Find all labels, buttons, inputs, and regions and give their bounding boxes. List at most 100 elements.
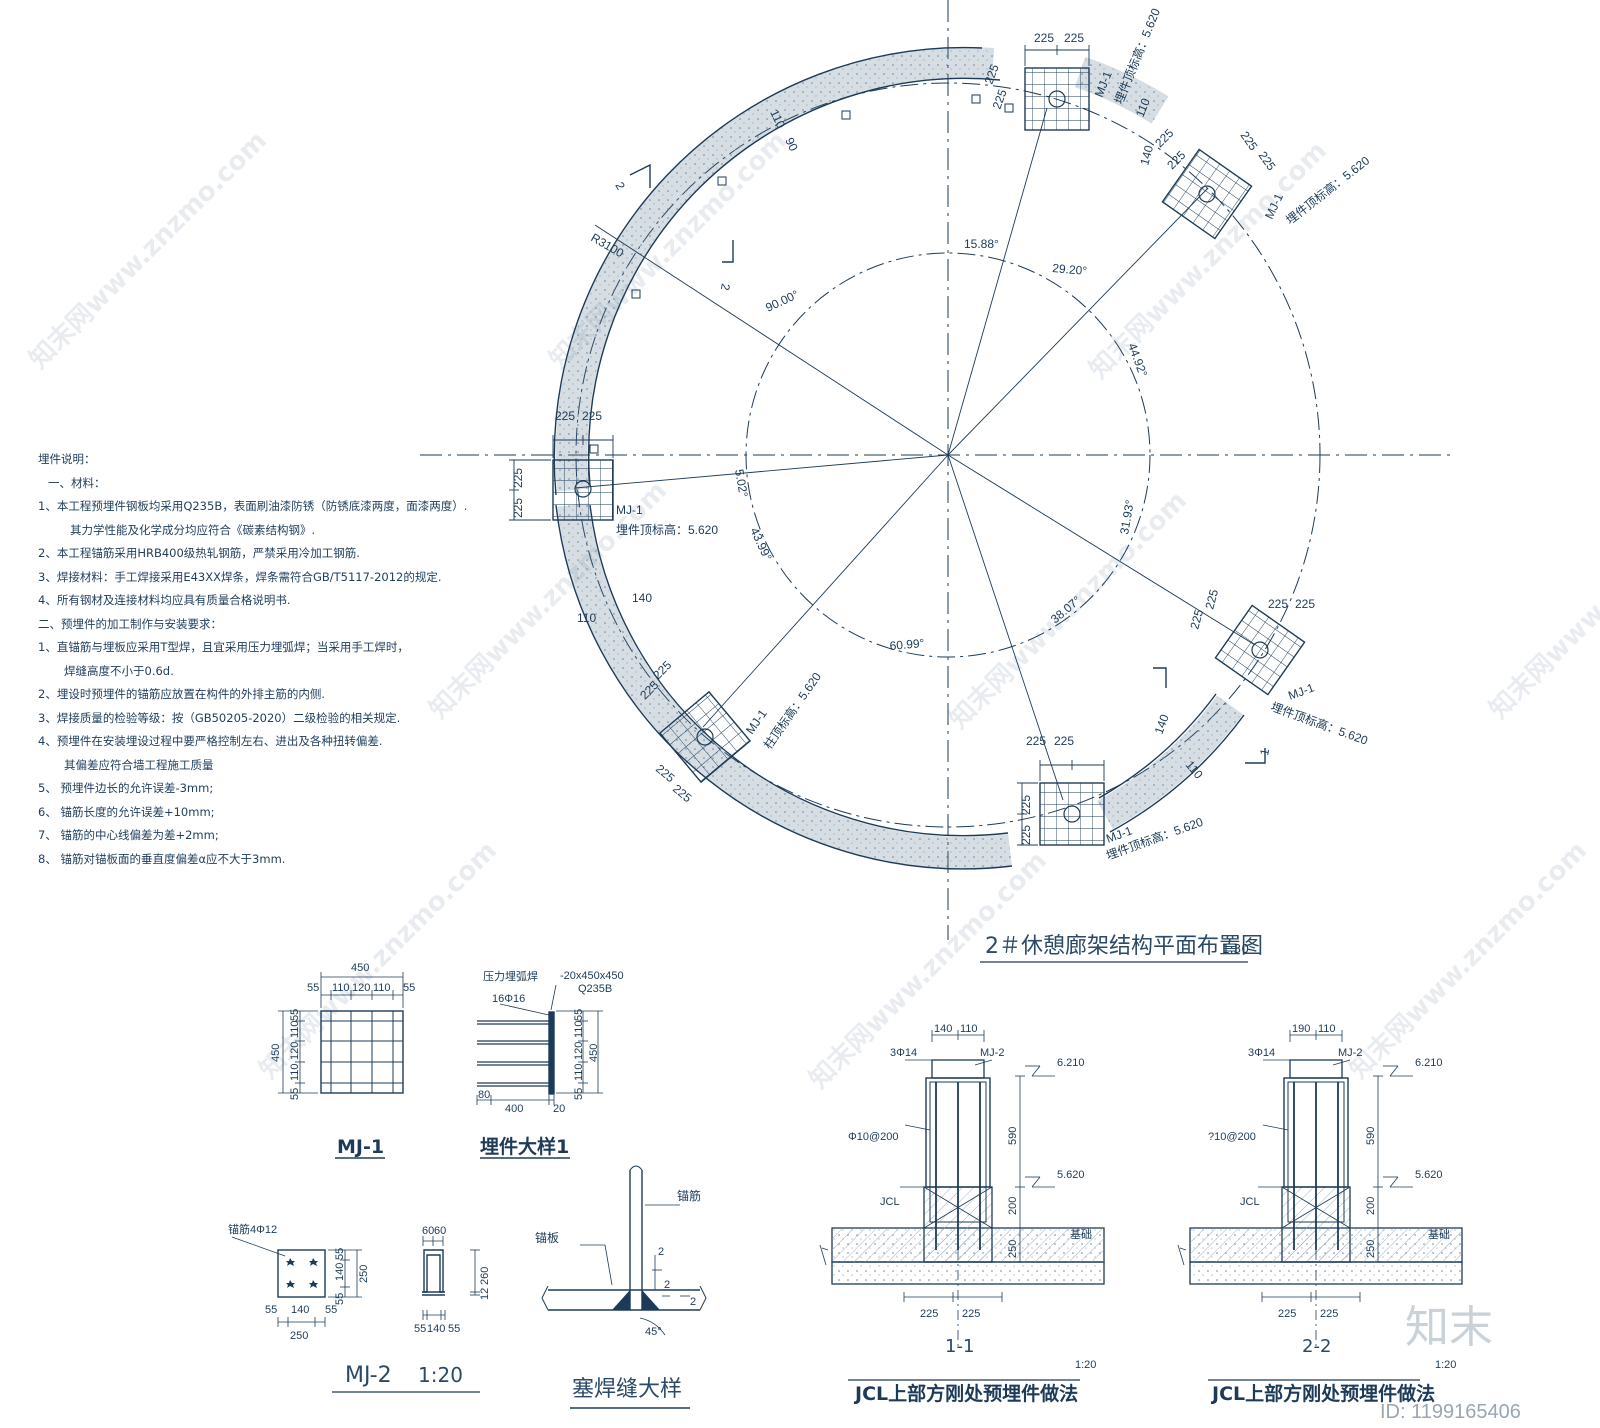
notes-line-3: 其力学性能及化学成分均应符合《碳素结构钢》. xyxy=(70,522,316,537)
dim-90-nw: 90 xyxy=(782,135,800,153)
mj2-labels: 锚筋4Φ12 250 55 140 55 250 55 140 55 60 60… xyxy=(228,1222,491,1388)
dim-140-se: 140 xyxy=(1152,712,1172,736)
brand-logo: 知末 xyxy=(1405,1302,1493,1353)
mj2-side-140: 140 xyxy=(334,1263,346,1281)
mj2-elev-55a: 55 xyxy=(414,1323,426,1335)
dim-225-west-c: 225 xyxy=(511,468,525,488)
mj2-bottom-55b: 55 xyxy=(325,1304,337,1316)
dim-225-se-b: 225 xyxy=(1295,597,1315,611)
angle-31: 31.93° xyxy=(1117,499,1137,536)
detail1-labels: 压力埋弧焊 -20x450x450 Q235B 16Φ16 400 80 20 … xyxy=(478,969,624,1158)
s22-beam: JCL xyxy=(1240,1196,1260,1208)
s22-found: 基础 xyxy=(1428,1228,1450,1241)
plan-view xyxy=(420,0,1450,940)
weld-angle: 45° xyxy=(645,1326,662,1338)
detail1-steel: Q235B xyxy=(578,983,612,995)
section-2-2-labels: 190 110 3Φ14 MJ-2 ?10@200 JCL 基础 6.210 5… xyxy=(1208,1023,1456,1405)
dim-225-se-c: 225 xyxy=(1187,607,1206,630)
s11-h590: 590 xyxy=(1007,1127,1019,1145)
elev-label-se: 埋件顶标高：5.620 xyxy=(1269,699,1370,748)
weld-labels: 锚筋 锚板 2 2 2 45° 塞焊缝大样 xyxy=(535,1188,701,1402)
s11-h250: 250 xyxy=(1007,1240,1019,1258)
detail1-bars: 16Φ16 xyxy=(492,993,525,1005)
dim-225-top-a: 225 xyxy=(1034,31,1054,45)
notes-line-11: 3、焊接质量的检验等级：按（GB50205-2020）二级检验的相关规定. xyxy=(38,710,401,725)
s22-title: JCL上部方刚处预埋件做法 xyxy=(1210,1382,1435,1405)
mj1-side-total: 450 xyxy=(270,1044,282,1062)
s22-elev-top: 6.210 xyxy=(1415,1057,1443,1069)
s11-scale: 1:20 xyxy=(1075,1359,1096,1371)
s22-top-110: 110 xyxy=(1318,1023,1336,1035)
mj2-top-60b: 60 xyxy=(434,1225,446,1237)
mj1-plate-sw xyxy=(658,690,752,784)
notes-line-17: 8、 锚筋对锚板面的垂直度偏差α应不大于3mm. xyxy=(38,851,286,866)
dim-225-west-d: 225 xyxy=(511,498,525,518)
dim-225-se-a: 225 xyxy=(1268,597,1288,611)
s11-bars: 3Φ14 xyxy=(890,1047,917,1059)
mj1-plate-se xyxy=(1214,604,1306,696)
s22-bottom-b: 225 xyxy=(1320,1308,1338,1320)
notes-heading: 埋件说明： xyxy=(38,452,96,466)
notes-line-4: 2、本工程锚筋采用HRB400级热轧钢筋，严禁采用冷加工钢筋. xyxy=(38,546,360,560)
mj2-elev-260: 260 xyxy=(479,1267,491,1285)
notes-line-10: 2、埋设时预埋件的锚筋应放置在构件的外排主筋的内侧. xyxy=(38,687,325,701)
notes-line-15: 6、 锚筋长度的允许误差+10mm; xyxy=(38,804,215,819)
s11-found: 基础 xyxy=(1070,1228,1092,1241)
detail1-weld: 压力埋弧焊 xyxy=(483,969,538,983)
s22-scale: 1:20 xyxy=(1435,1359,1456,1371)
mj1-labels: 450 55 110 120 110 55 450 55 110 120 110… xyxy=(270,962,415,1158)
s22-label: 2-2 xyxy=(1302,1336,1331,1357)
mj1-side-55a: 55 xyxy=(289,1009,301,1021)
dim-225-top-side-b: 225 xyxy=(982,62,1002,86)
embedded-part-notes: 埋件说明： 一、材料： 1、本工程预埋件钢板均采用Q235B，表面刷油漆防锈（防… xyxy=(38,448,468,871)
mj2-title: MJ-2 xyxy=(345,1363,392,1388)
mj1-side-120: 120 xyxy=(289,1042,301,1060)
ring-beam xyxy=(553,46,1245,870)
s11-title: JCL上部方刚处预埋件做法 xyxy=(853,1382,1078,1405)
mj1-plate-west xyxy=(552,459,614,521)
mj2-side-total: 250 xyxy=(358,1265,370,1283)
mj1-top-110a: 110 xyxy=(332,982,350,994)
notes-line-14: 5、 预埋件边长的允许误差-3mm; xyxy=(38,781,214,795)
mj1-title: MJ-1 xyxy=(337,1136,384,1158)
s22-h200: 200 xyxy=(1365,1197,1377,1215)
dim-110-ne: 110 xyxy=(1133,96,1153,119)
angle-29: 29.20° xyxy=(1052,261,1088,278)
dim-140-ne: 140 xyxy=(1137,143,1156,166)
notes-line-6: 4、所有钢材及连接材料均应具有质量合格说明书. xyxy=(38,593,291,607)
s11-elev-top: 6.210 xyxy=(1057,1057,1085,1069)
detail1-80: 80 xyxy=(478,1089,490,1101)
section-2-a: 2 xyxy=(612,180,628,193)
plan-dim-lines xyxy=(509,45,1105,846)
notes-line-2: 1、本工程预埋件钢板均采用Q235B，表面刷油漆防锈（防锈底漆两度，面漆两度）. xyxy=(38,499,468,513)
section-1-1-labels: 140 110 3Φ14 MJ-2 Φ10@200 JCL 基础 6.210 5… xyxy=(848,1023,1096,1405)
angle-5: 5.02° xyxy=(732,468,751,498)
notes-line-16: 7、 锚筋的中心线偏差为差+2mm; xyxy=(38,828,219,842)
s11-bottom-a: 225 xyxy=(920,1308,938,1320)
mj1-top-55b: 55 xyxy=(403,982,415,994)
weld-detail xyxy=(541,1165,707,1409)
detail1-plate: -20x450x450 xyxy=(560,970,624,982)
weld-plate-label: 锚板 xyxy=(535,1230,559,1245)
mj1-side-110a: 110 xyxy=(289,1020,301,1038)
watermark-9: 知末网www.znzmo.com xyxy=(1344,836,1593,1085)
mj2-elev-55b: 55 xyxy=(448,1323,460,1335)
s22-h250: 250 xyxy=(1365,1240,1377,1258)
dim-225-top-b: 225 xyxy=(1064,31,1084,45)
mj2-side-55a: 55 xyxy=(334,1248,346,1260)
dim-225-ne-b: 225 xyxy=(1256,149,1279,174)
dim-225-sw-c: 225 xyxy=(653,762,678,786)
plate-label-se: MJ-1 xyxy=(1286,680,1316,702)
s22-bottom-a: 225 xyxy=(1278,1308,1296,1320)
dim-225-west-a: 225 xyxy=(555,409,575,423)
dim-225-s-c: 225 xyxy=(1019,795,1033,815)
small-inserts xyxy=(589,94,1014,454)
mj2-detail xyxy=(231,1236,480,1393)
s11-plate: MJ-2 xyxy=(980,1047,1004,1059)
mj2-side-55b: 55 xyxy=(334,1293,346,1305)
weld-dim-2a: 2 xyxy=(658,1246,664,1258)
plan-title: 2＃休憩廊架结构平面布置图 xyxy=(985,934,1263,959)
notes-line-8: 1、直锚筋与埋板应采用T型焊，且宜采用压力埋弧焊；当采用手工焊时， xyxy=(38,640,409,654)
mj1-side-110b: 110 xyxy=(289,1063,301,1081)
